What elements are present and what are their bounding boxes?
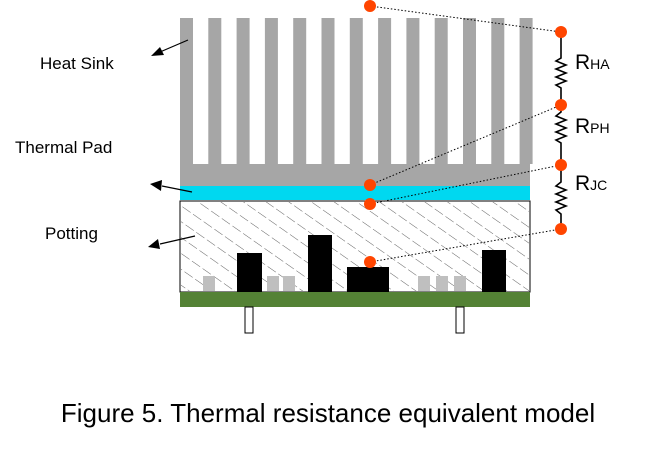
component: [308, 235, 332, 292]
pin: [244, 306, 254, 334]
heat-sink-fin: [264, 18, 278, 164]
label-arrows: [148, 39, 196, 249]
heat-sink-fin: [491, 18, 505, 164]
node: [364, 179, 376, 191]
heat-sink-label: Heat Sink: [40, 54, 114, 73]
heat-sink-fin: [180, 18, 193, 164]
node: [555, 26, 567, 38]
heat-sink-fin: [236, 18, 250, 164]
heat-sink-fin: [321, 18, 335, 164]
pin: [455, 306, 465, 334]
node: [364, 198, 376, 210]
small-component: [283, 276, 295, 291]
resistor-jc: [553, 165, 569, 229]
resistor-label-ph: RPH: [575, 115, 610, 138]
arrow-icon: [151, 39, 189, 56]
figure-caption: Figure 5. Thermal resistance equivalent …: [60, 398, 596, 428]
connector-line: [369, 164, 562, 205]
nodes: [364, 0, 567, 268]
resistor-ph: [553, 105, 569, 165]
component: [237, 253, 262, 292]
heat-sink-fins: [180, 18, 533, 164]
heat-sink-fin: [434, 18, 448, 164]
node: [555, 99, 567, 111]
small-component: [436, 276, 448, 291]
arrow-icon: [148, 235, 196, 249]
heat-sink-fin: [349, 18, 363, 164]
thermal-pad-label: Thermal Pad: [15, 138, 112, 157]
heat-sink: [180, 18, 533, 186]
heat-sink-fin: [406, 18, 420, 164]
connector-lines: [369, 5, 562, 263]
heat-sink-fin: [293, 18, 307, 164]
small-component: [418, 276, 430, 291]
resistor-ha: [553, 32, 569, 105]
resistor-label-ha: RHA: [575, 51, 610, 74]
connector-line: [369, 5, 562, 33]
resistor-network: [553, 32, 569, 229]
component: [347, 267, 389, 292]
component: [482, 250, 506, 292]
heat-sink-fin: [378, 18, 392, 164]
node: [555, 223, 567, 235]
heat-sink-base: [180, 164, 530, 186]
node: [555, 159, 567, 171]
heat-sink-fin: [208, 18, 222, 164]
pcb: [180, 292, 530, 307]
thermal-pad: [180, 186, 530, 200]
components: [203, 235, 506, 292]
node: [364, 256, 376, 268]
node: [364, 0, 376, 12]
small-component: [454, 276, 466, 291]
heat-sink-fin: [519, 18, 533, 164]
connector-line: [369, 228, 562, 263]
connector-line: [369, 104, 562, 186]
heat-sink-fin: [463, 18, 476, 164]
resistor-label-jc: RJC: [575, 172, 607, 195]
arrow-icon: [150, 180, 193, 193]
potting-label: Potting: [45, 224, 98, 243]
small-component: [203, 276, 215, 291]
small-component: [267, 276, 279, 291]
